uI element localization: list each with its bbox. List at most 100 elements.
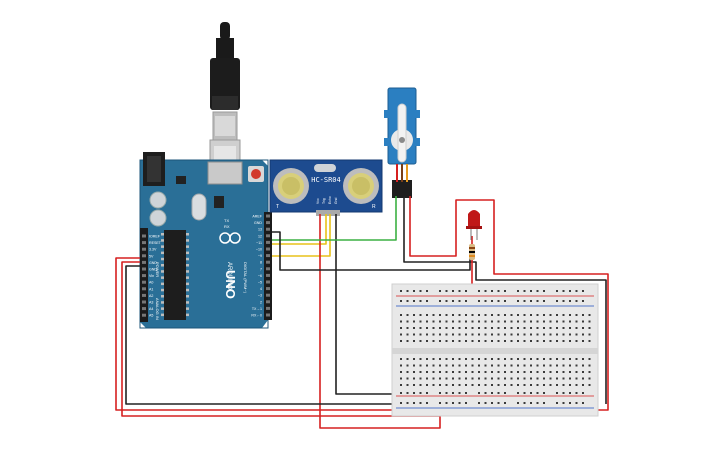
breadboard-hole[interactable] bbox=[549, 371, 552, 373]
breadboard-hole[interactable] bbox=[575, 377, 578, 380]
header-hole[interactable] bbox=[266, 221, 270, 225]
breadboard-hole[interactable] bbox=[530, 333, 532, 336]
rail-hole[interactable] bbox=[478, 392, 480, 394]
breadboard-hole[interactable] bbox=[432, 358, 435, 360]
rail-hole[interactable] bbox=[406, 392, 409, 394]
breadboard-hole[interactable] bbox=[523, 364, 526, 367]
breadboard-hole[interactable] bbox=[517, 314, 519, 316]
breadboard-hole[interactable] bbox=[517, 327, 519, 329]
breadboard-hole[interactable] bbox=[432, 340, 435, 342]
breadboard-hole[interactable] bbox=[484, 377, 487, 380]
breadboard-hole[interactable] bbox=[575, 314, 578, 316]
breadboard-hole[interactable] bbox=[491, 371, 493, 373]
breadboard-hole[interactable] bbox=[517, 340, 519, 342]
breadboard-hole[interactable] bbox=[478, 320, 480, 323]
breadboard-hole[interactable] bbox=[432, 377, 435, 380]
header-hole[interactable] bbox=[142, 313, 146, 317]
breadboard-hole[interactable] bbox=[556, 364, 558, 367]
rail-hole[interactable] bbox=[419, 392, 422, 394]
breadboard-hole[interactable] bbox=[491, 333, 493, 336]
rail-hole[interactable] bbox=[536, 392, 539, 394]
rail-hole[interactable] bbox=[413, 392, 415, 394]
breadboard-hole[interactable] bbox=[523, 384, 526, 386]
breadboard-hole[interactable] bbox=[452, 364, 454, 367]
breadboard-hole[interactable] bbox=[400, 340, 402, 342]
rail-hole[interactable] bbox=[426, 290, 428, 292]
breadboard-hole[interactable] bbox=[445, 340, 448, 342]
breadboard-hole[interactable] bbox=[543, 327, 545, 329]
breadboard-hole[interactable] bbox=[556, 327, 558, 329]
breadboard-hole[interactable] bbox=[419, 371, 422, 373]
breadboard-hole[interactable] bbox=[582, 327, 584, 329]
breadboard-hole[interactable] bbox=[523, 314, 526, 316]
rail-hole[interactable] bbox=[458, 290, 461, 292]
breadboard-hole[interactable] bbox=[400, 320, 402, 323]
breadboard-hole[interactable] bbox=[582, 377, 584, 380]
breadboard-hole[interactable] bbox=[458, 364, 461, 367]
breadboard-hole[interactable] bbox=[497, 333, 500, 336]
breadboard-hole[interactable] bbox=[419, 327, 422, 329]
breadboard-hole[interactable] bbox=[517, 377, 519, 380]
rail-hole[interactable] bbox=[517, 290, 519, 292]
rail-hole[interactable] bbox=[465, 392, 467, 394]
breadboard-hole[interactable] bbox=[413, 340, 415, 342]
breadboard-hole[interactable] bbox=[588, 320, 591, 323]
breadboard-hole[interactable] bbox=[543, 314, 545, 316]
rail-hole[interactable] bbox=[439, 392, 441, 394]
rail-hole[interactable] bbox=[543, 290, 545, 292]
breadboard-hole[interactable] bbox=[510, 364, 513, 367]
breadboard-hole[interactable] bbox=[497, 358, 500, 360]
rail-hole[interactable] bbox=[413, 290, 415, 292]
breadboard-hole[interactable] bbox=[439, 340, 441, 342]
breadboard-hole[interactable] bbox=[504, 358, 506, 360]
rail-hole[interactable] bbox=[445, 392, 448, 394]
breadboard-hole[interactable] bbox=[497, 340, 500, 342]
breadboard-hole[interactable] bbox=[452, 314, 454, 316]
rail-hole[interactable] bbox=[497, 290, 500, 292]
breadboard-hole[interactable] bbox=[439, 333, 441, 336]
breadboard-hole[interactable] bbox=[588, 327, 591, 329]
breadboard-hole[interactable] bbox=[426, 364, 428, 367]
breadboard-hole[interactable] bbox=[536, 358, 539, 360]
breadboard-hole[interactable] bbox=[471, 377, 474, 380]
rail-hole[interactable] bbox=[582, 392, 584, 394]
breadboard-hole[interactable] bbox=[406, 327, 409, 329]
breadboard-hole[interactable] bbox=[491, 327, 493, 329]
breadboard-hole[interactable] bbox=[549, 327, 552, 329]
rail-hole[interactable] bbox=[458, 392, 461, 394]
breadboard-hole[interactable] bbox=[504, 371, 506, 373]
breadboard-hole[interactable] bbox=[419, 333, 422, 336]
breadboard-hole[interactable] bbox=[491, 340, 493, 342]
breadboard-hole[interactable] bbox=[426, 377, 428, 380]
rail-hole[interactable] bbox=[458, 402, 461, 404]
header-hole[interactable] bbox=[266, 247, 270, 251]
breadboard-hole[interactable] bbox=[491, 377, 493, 380]
header-hole[interactable] bbox=[142, 234, 146, 238]
rail-hole[interactable] bbox=[504, 300, 506, 302]
breadboard-hole[interactable] bbox=[471, 333, 474, 336]
breadboard-hole[interactable] bbox=[536, 333, 539, 336]
breadboard-hole[interactable] bbox=[458, 333, 461, 336]
rail-hole[interactable] bbox=[452, 300, 454, 302]
rail-hole[interactable] bbox=[445, 300, 448, 302]
breadboard-hole[interactable] bbox=[510, 327, 513, 329]
breadboard-hole[interactable] bbox=[536, 314, 539, 316]
breadboard-hole[interactable] bbox=[419, 340, 422, 342]
breadboard-hole[interactable] bbox=[530, 314, 532, 316]
breadboard-hole[interactable] bbox=[556, 320, 558, 323]
breadboard-hole[interactable] bbox=[504, 340, 506, 342]
header-hole[interactable] bbox=[266, 260, 270, 264]
header-hole[interactable] bbox=[142, 267, 146, 271]
breadboard-hole[interactable] bbox=[588, 314, 591, 316]
breadboard-hole[interactable] bbox=[400, 327, 402, 329]
breadboard-hole[interactable] bbox=[497, 320, 500, 323]
breadboard-hole[interactable] bbox=[491, 384, 493, 386]
breadboard-hole[interactable] bbox=[543, 340, 545, 342]
rail-hole[interactable] bbox=[504, 402, 506, 404]
breadboard-hole[interactable] bbox=[445, 314, 448, 316]
header-hole[interactable] bbox=[266, 280, 270, 284]
rail-hole[interactable] bbox=[491, 392, 493, 394]
breadboard-hole[interactable] bbox=[471, 320, 474, 323]
breadboard-hole[interactable] bbox=[491, 358, 493, 360]
breadboard-hole[interactable] bbox=[458, 358, 461, 360]
